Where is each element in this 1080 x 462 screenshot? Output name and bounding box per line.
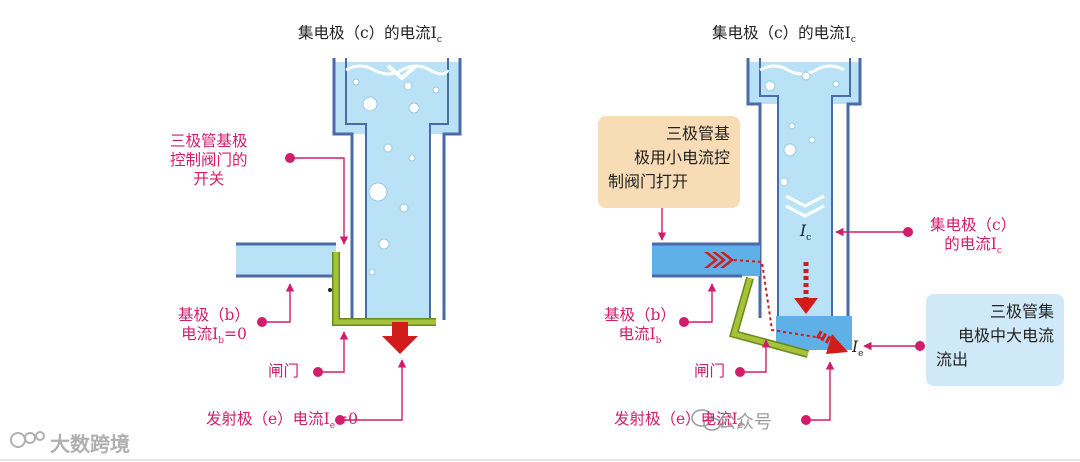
right-collector-flow-arrow xyxy=(794,262,818,314)
left-diagram xyxy=(236,58,462,425)
right-bubbles xyxy=(764,71,840,187)
left-base-switch-line3: 开关 xyxy=(193,170,225,188)
left-base-switch-label: 三极管基极 控制阀门的 开关 xyxy=(170,132,248,189)
right-collector-tank xyxy=(746,58,862,350)
left-title-text: 集电极（c）的电流I xyxy=(298,24,437,42)
right-ic-symbol: Ic xyxy=(800,222,812,244)
left-marker-dots xyxy=(257,153,345,425)
right-base-current-path xyxy=(733,259,823,339)
right-marker-dots xyxy=(679,227,925,425)
wechat-watermark: 公众号 xyxy=(718,412,772,433)
left-title-sub: c xyxy=(436,35,442,46)
right-base-label: 基极（b） 电流Ib xyxy=(604,306,676,347)
wechat-icon xyxy=(691,409,721,431)
right-base-pipe xyxy=(652,242,760,278)
right-gate-label: 闸门 xyxy=(694,362,726,380)
right-emitter-label: 发射极（e）电流Ie xyxy=(614,410,744,432)
left-base-current-line1: 基极（b） xyxy=(178,306,250,324)
left-base-pipe xyxy=(236,242,336,278)
left-collector-tank xyxy=(332,58,462,320)
right-title: 集电极（c）的电流Ic xyxy=(712,24,856,46)
left-gate-label: 闸门 xyxy=(268,362,300,380)
left-emitter-label: 发射极（e）电流Ie=0 xyxy=(206,410,358,432)
right-collector-label: 集电极（c） 的电流Ic xyxy=(930,216,1017,257)
brand-logo-icon xyxy=(10,431,45,448)
left-marker-lines xyxy=(262,157,407,421)
right-emitter-arrow xyxy=(816,330,848,354)
right-base-current-chevrons xyxy=(704,252,734,268)
left-bubbles xyxy=(352,78,440,276)
right-diagram xyxy=(652,58,925,425)
left-base-switch-line2: 控制阀门的 xyxy=(170,151,248,169)
left-emitter-arrow xyxy=(382,322,418,354)
right-blue-info-box: 三极管集 电极中大电流 流出 xyxy=(926,294,1064,386)
right-ie-symbol: Ie xyxy=(852,338,864,360)
left-base-current-label: 基极（b） 电流Ib=0 xyxy=(178,306,250,347)
left-title: 集电极（c）的电流Ic xyxy=(298,24,442,50)
left-base-switch-line1: 三极管基极 xyxy=(170,132,248,150)
right-flow-chevrons xyxy=(785,194,825,218)
right-orange-info-box: 三极管基 极用小电流控 制阀门打开 xyxy=(598,116,740,208)
left-base-current-line2: 电流I xyxy=(181,325,219,343)
left-top-flow-arrow xyxy=(386,64,418,81)
right-marker-lines xyxy=(657,206,920,421)
brand-watermark: 大数跨境 xyxy=(50,432,130,456)
